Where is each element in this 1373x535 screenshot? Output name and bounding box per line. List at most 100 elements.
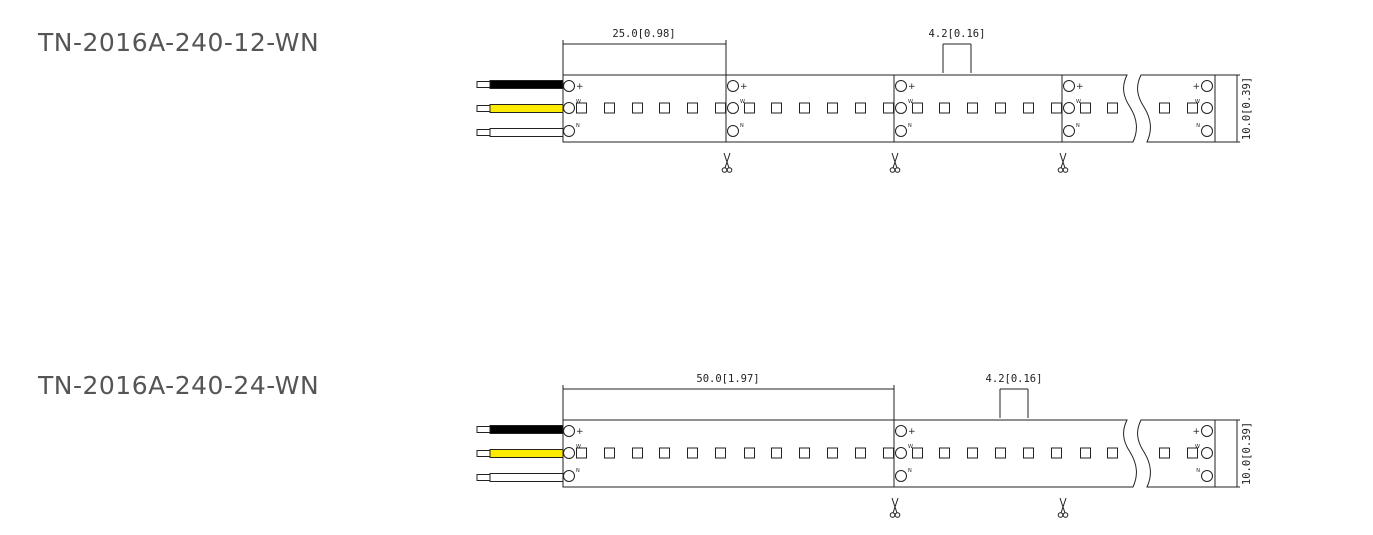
led-chips	[576, 447, 1198, 459]
scissors-icon	[889, 152, 901, 173]
width-dimension-label: 10.0[0.39]	[1241, 422, 1253, 485]
terminal-w-label: W	[908, 99, 913, 105]
terminal-plus-label: +	[1076, 82, 1084, 92]
led-chip	[1080, 102, 1091, 114]
pad-group-end: + W N	[1192, 80, 1213, 137]
led-chip	[1023, 447, 1034, 459]
pitch-dimension-label: 4.2[0.16]	[986, 373, 1043, 385]
led-chip	[799, 102, 810, 114]
wires	[476, 425, 564, 482]
wire-yellow	[476, 104, 564, 113]
wire-white	[476, 128, 564, 137]
terminal-w-label: W	[740, 99, 745, 105]
led-chips	[576, 102, 1198, 114]
pad-group: + W N	[563, 425, 584, 482]
wire-black	[476, 80, 564, 89]
led-chip	[659, 102, 670, 114]
strip-diagram-24v: 50.0[1.97] 4.2[0.16] 10.0[0.39]	[476, 373, 1253, 518]
led-chip	[967, 102, 978, 114]
pad-group: + W N	[1063, 80, 1084, 137]
led-chip	[1023, 102, 1034, 114]
terminal-n-label: N	[576, 123, 580, 129]
scissors-icon	[1057, 497, 1069, 518]
pitch-dimension: 4.2[0.16]	[929, 28, 986, 73]
terminal-w-label: W	[576, 444, 581, 450]
led-chip	[1107, 447, 1118, 459]
width-dimension-label: 10.0[0.39]	[1241, 77, 1253, 140]
led-chip	[827, 447, 838, 459]
terminal-plus-label: +	[576, 82, 584, 92]
scissors-icon	[1057, 152, 1069, 173]
terminal-plus-label: +	[1192, 82, 1200, 92]
led-chip	[855, 102, 866, 114]
terminal-plus-label: +	[908, 427, 916, 437]
led-chip	[912, 102, 923, 114]
strip-body	[562, 419, 1216, 488]
led-chip	[1187, 102, 1198, 114]
terminal-plus-label: +	[908, 82, 916, 92]
led-chip	[1051, 102, 1062, 114]
led-chip	[744, 447, 755, 459]
width-dimension: 10.0[0.39]	[1215, 419, 1253, 488]
width-dimension: 10.0[0.39]	[1215, 74, 1253, 143]
led-chip	[995, 447, 1006, 459]
segment-dimension-label: 50.0[1.97]	[696, 373, 759, 385]
led-chip	[715, 102, 726, 114]
led-chip	[604, 102, 615, 114]
terminal-n-label: N	[1196, 468, 1200, 474]
pad-group: + W N	[895, 425, 916, 482]
pad-group: + W N	[727, 80, 748, 137]
led-chip	[939, 447, 950, 459]
led-chip	[771, 102, 782, 114]
solder-pads: + W N + W N + W N	[563, 425, 1213, 482]
terminal-w-label: W	[908, 444, 913, 450]
led-chip	[799, 447, 810, 459]
scissors-icon	[721, 152, 733, 173]
led-chip	[576, 102, 587, 114]
led-chip	[1187, 447, 1198, 459]
led-chip	[1159, 447, 1170, 459]
led-chip	[883, 102, 894, 114]
led-chip	[939, 102, 950, 114]
led-chip	[715, 447, 726, 459]
pitch-dimension-label: 4.2[0.16]	[929, 28, 986, 40]
led-chip	[632, 447, 643, 459]
terminal-plus-label: +	[576, 427, 584, 437]
model-title-24v: TN-2016A-240-24-WN	[38, 371, 320, 400]
pad-group: + W N	[895, 80, 916, 137]
terminal-w-label: W	[1195, 444, 1200, 450]
led-chip	[576, 447, 587, 459]
terminal-w-label: W	[1076, 99, 1081, 105]
led-chip	[687, 102, 698, 114]
terminal-plus-label: +	[1192, 427, 1200, 437]
led-chip	[632, 102, 643, 114]
terminal-n-label: N	[1076, 123, 1080, 129]
led-chip	[744, 102, 755, 114]
pad-group-end: + W N	[1192, 425, 1213, 482]
terminal-n-label: N	[908, 468, 912, 474]
solder-pads: + W N + W N + W N + W N	[563, 80, 1213, 137]
led-chip	[995, 102, 1006, 114]
wire-black	[476, 425, 564, 434]
strip-diagram-12v: 25.0[0.98] 4.2[0.16] 10.0[0.39]	[476, 28, 1253, 173]
led-chip	[659, 447, 670, 459]
led-chip	[604, 447, 615, 459]
led-chip	[771, 447, 782, 459]
led-chip	[912, 447, 923, 459]
scissors-icons	[889, 497, 1069, 518]
led-chip	[855, 447, 866, 459]
scissors-icons	[721, 152, 1069, 173]
wires	[476, 80, 564, 137]
led-chip	[1051, 447, 1062, 459]
terminal-plus-label: +	[740, 82, 748, 92]
wire-white	[476, 473, 564, 482]
terminal-w-label: W	[576, 99, 581, 105]
led-chip	[1080, 447, 1091, 459]
led-chip	[967, 447, 978, 459]
pad-group: + W N	[563, 80, 584, 137]
terminal-n-label: N	[576, 468, 580, 474]
led-chip	[827, 102, 838, 114]
terminal-n-label: N	[908, 123, 912, 129]
terminal-w-label: W	[1195, 99, 1200, 105]
